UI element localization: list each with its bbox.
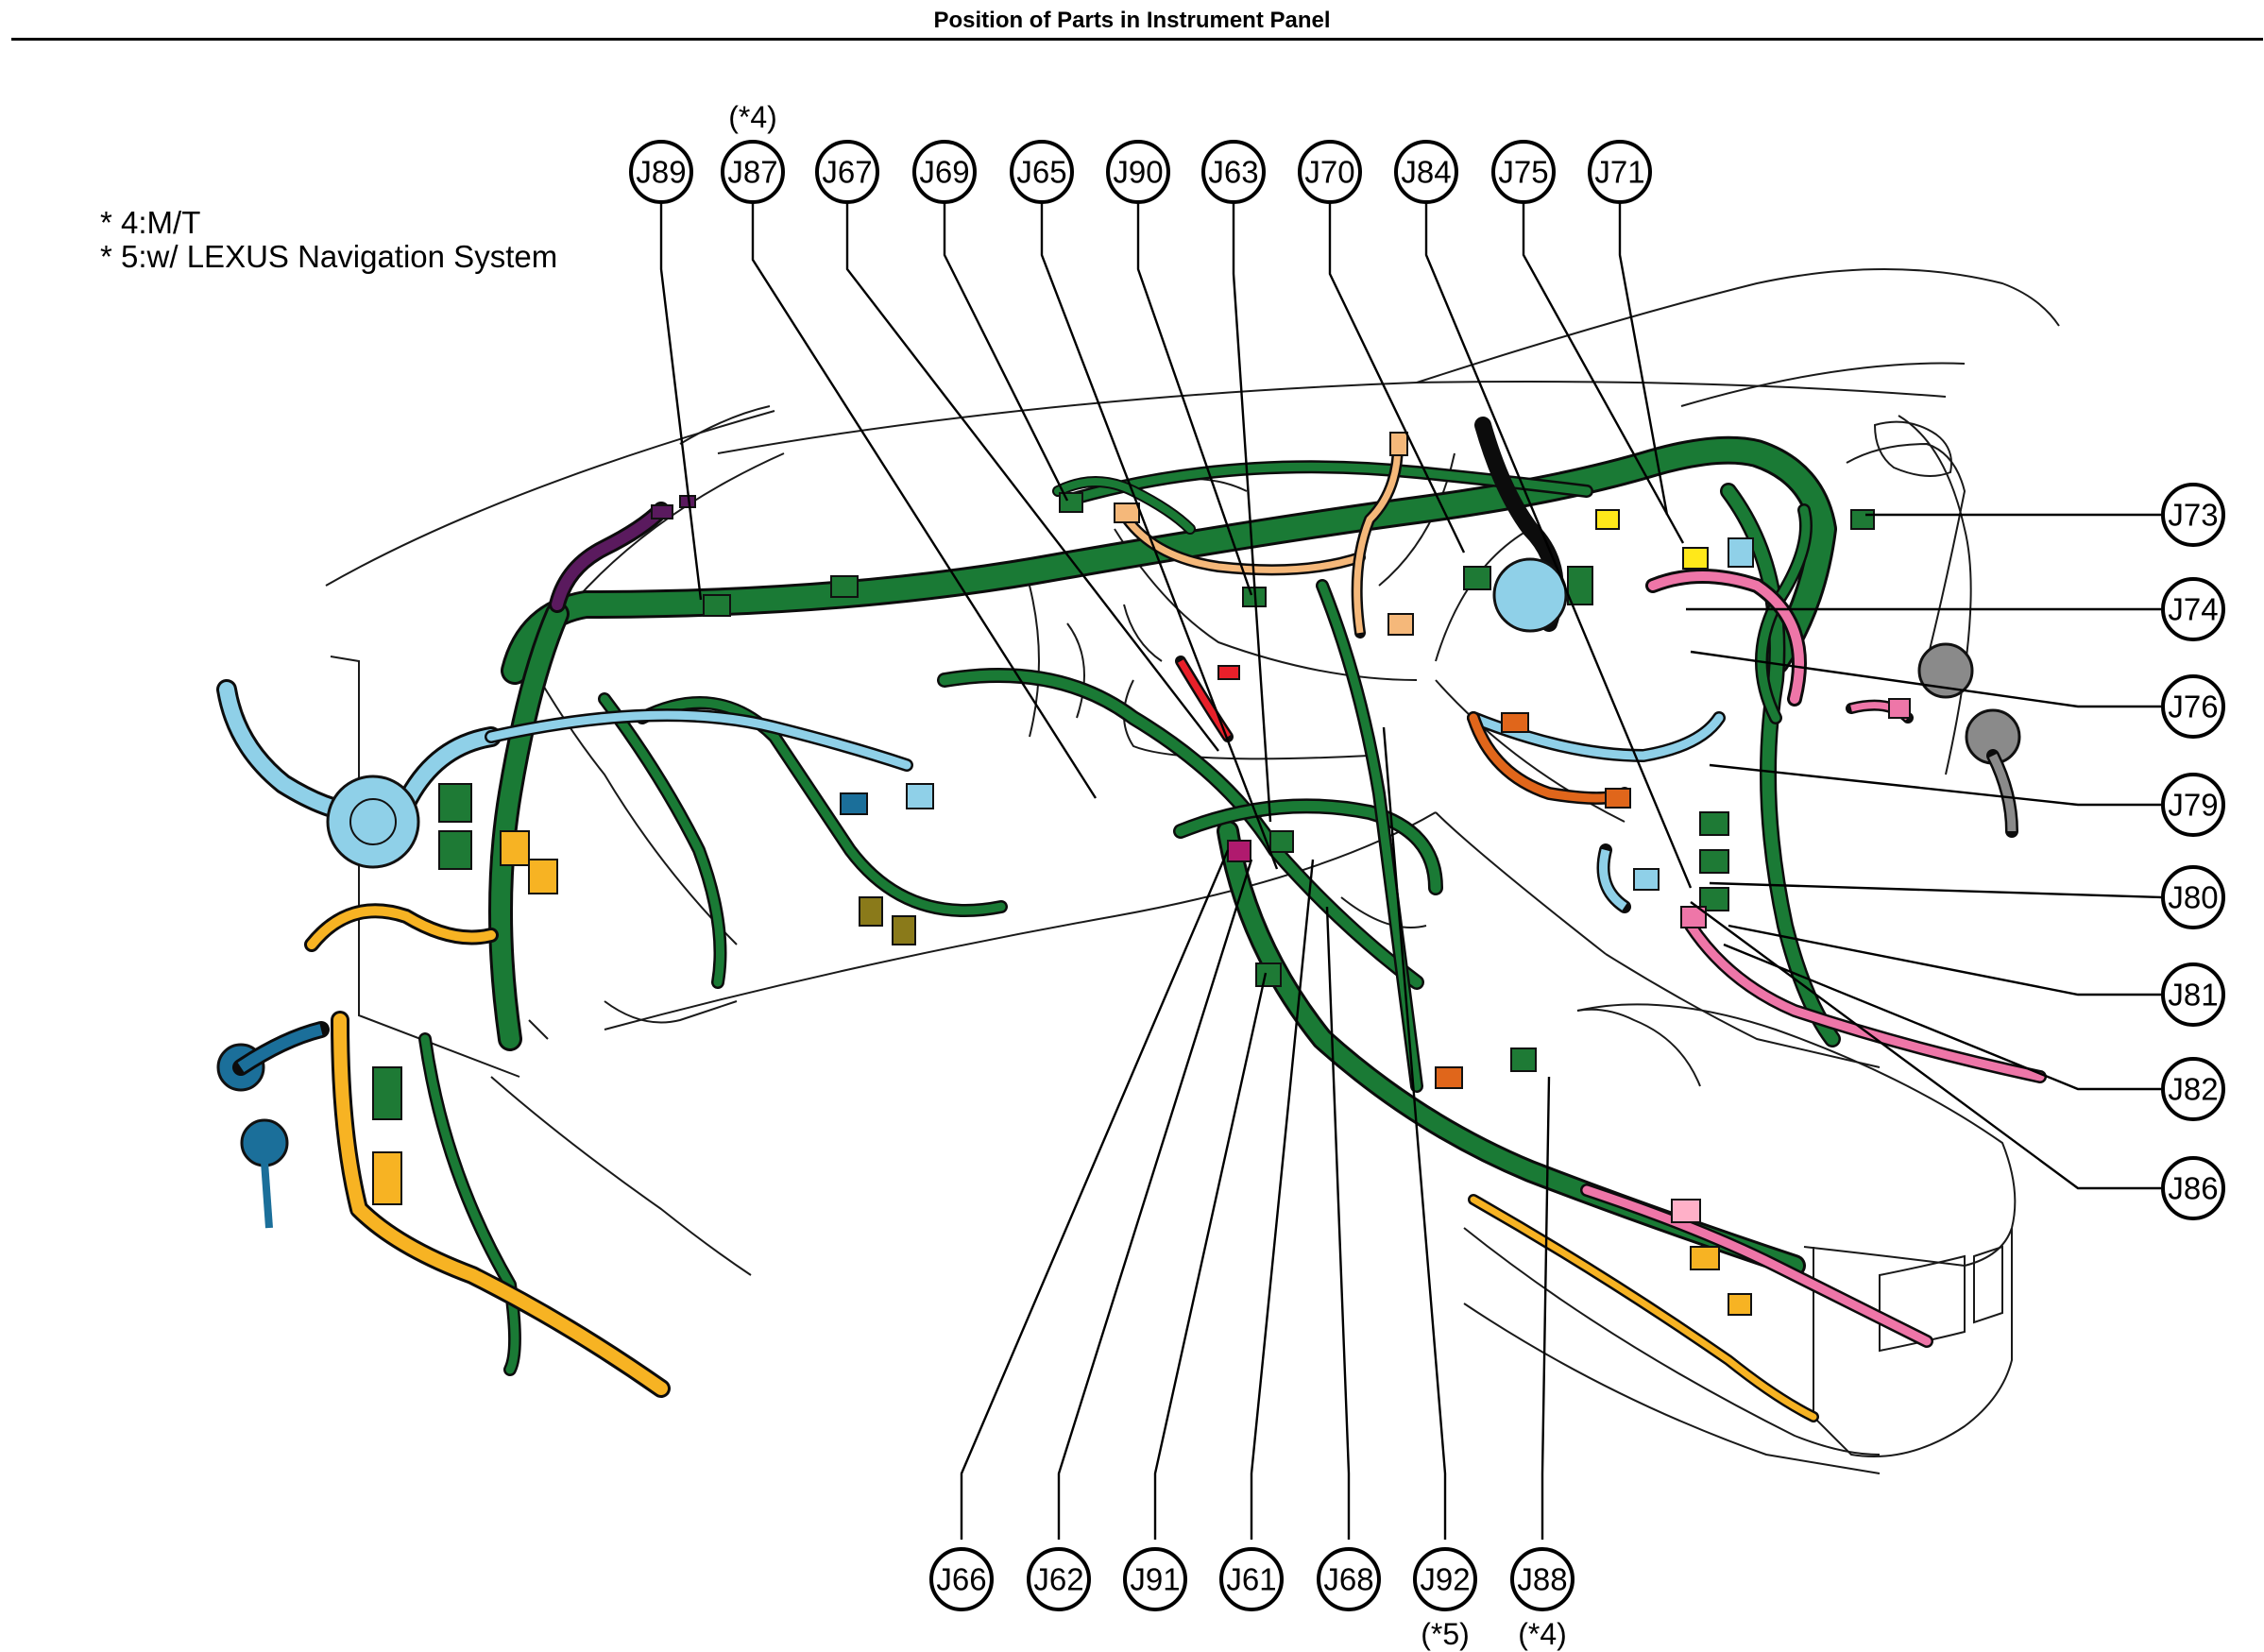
- peach-harness: [1118, 438, 1404, 639]
- svg-text:J79: J79: [2168, 788, 2218, 823]
- label-J67: J67: [815, 140, 879, 204]
- yellow-orange-harness: [304, 903, 1819, 1422]
- bottom-label-bubbles: J66 J62 J91 J61 J68 J92 (*5) J88 (*4): [929, 1547, 1575, 1651]
- svg-text:J86: J86: [2168, 1171, 2218, 1206]
- label-J81: J81: [2161, 962, 2225, 1027]
- label-J70: J70: [1298, 140, 1362, 204]
- svg-text:J74: J74: [2168, 592, 2218, 627]
- svg-text:J80: J80: [2168, 880, 2218, 915]
- label-J76: J76: [2161, 674, 2225, 739]
- svg-text:J65: J65: [1016, 155, 1066, 190]
- svg-text:J70: J70: [1304, 155, 1354, 190]
- top-label-bubbles: J89 J87 (*4) J67 J69 J65 J90 J63 J70 J84…: [629, 100, 1652, 204]
- connector-blocks: [372, 432, 1911, 1316]
- pink-harness: [1580, 569, 2047, 1348]
- label-J62: J62: [1027, 1547, 1091, 1611]
- svg-text:J91: J91: [1130, 1562, 1180, 1597]
- note-mt: * 4:M/T: [100, 205, 201, 240]
- svg-text:J68: J68: [1323, 1562, 1373, 1597]
- label-J92: J92 (*5): [1413, 1547, 1477, 1651]
- svg-text:J62: J62: [1033, 1562, 1083, 1597]
- label-J73: J73: [2161, 483, 2225, 547]
- svg-text:J84: J84: [1401, 155, 1451, 190]
- label-J84: J84: [1394, 140, 1458, 204]
- teal-blue-harness: [216, 1021, 330, 1229]
- label-J75: J75: [1491, 140, 1556, 204]
- svg-text:(*4): (*4): [728, 100, 777, 134]
- note-navigation: * 5:w/ LEXUS Navigation System: [100, 239, 558, 274]
- label-J69: J69: [912, 140, 977, 204]
- svg-text:J81: J81: [2168, 978, 2218, 1013]
- label-J63: J63: [1201, 140, 1266, 204]
- label-J65: J65: [1010, 140, 1074, 204]
- page-title: Position of Parts in Instrument Panel: [933, 8, 1331, 33]
- grey-harness: [1917, 642, 2021, 838]
- label-J80: J80: [2161, 865, 2225, 929]
- label-J68: J68: [1317, 1547, 1381, 1611]
- label-J61: J61: [1219, 1547, 1284, 1611]
- svg-text:J88: J88: [1517, 1562, 1567, 1597]
- svg-text:J90: J90: [1113, 155, 1163, 190]
- svg-text:J69: J69: [919, 155, 969, 190]
- label-J89: J89: [629, 140, 693, 204]
- label-J79: J79: [2161, 773, 2225, 837]
- svg-text:J66: J66: [936, 1562, 986, 1597]
- svg-text:J87: J87: [727, 155, 777, 190]
- svg-text:J73: J73: [2168, 498, 2218, 533]
- svg-text:J82: J82: [2168, 1072, 2218, 1107]
- red-harness: [1175, 656, 1240, 742]
- svg-text:J76: J76: [2168, 690, 2218, 724]
- leader-lines: [659, 200, 2162, 1540]
- svg-text:(*5): (*5): [1421, 1617, 1470, 1651]
- svg-text:J71: J71: [1594, 155, 1644, 190]
- label-J66: J66: [929, 1547, 994, 1611]
- right-label-bubbles: J73 J74 J76 J79 J80 J81 J82 J86: [2161, 483, 2225, 1220]
- svg-text:(*4): (*4): [1518, 1617, 1567, 1651]
- svg-text:J75: J75: [1498, 155, 1548, 190]
- label-J71: J71: [1588, 140, 1652, 204]
- label-J82: J82: [2161, 1057, 2225, 1121]
- title-rule: [11, 38, 2263, 41]
- svg-text:J61: J61: [1226, 1562, 1276, 1597]
- svg-text:J92: J92: [1420, 1562, 1470, 1597]
- svg-text:J63: J63: [1208, 155, 1258, 190]
- label-J90: J90: [1106, 140, 1170, 204]
- label-J91: J91: [1123, 1547, 1187, 1611]
- label-J86: J86: [2161, 1156, 2225, 1220]
- purple-harness: [549, 495, 696, 613]
- vehicle-body-outline: [325, 268, 2060, 1474]
- svg-text:J89: J89: [636, 155, 686, 190]
- label-J74: J74: [2161, 577, 2225, 641]
- light-blue-harness: [216, 417, 1726, 913]
- label-J88: J88 (*4): [1510, 1547, 1575, 1651]
- svg-text:J67: J67: [822, 155, 872, 190]
- label-J87: J87 (*4): [721, 100, 785, 204]
